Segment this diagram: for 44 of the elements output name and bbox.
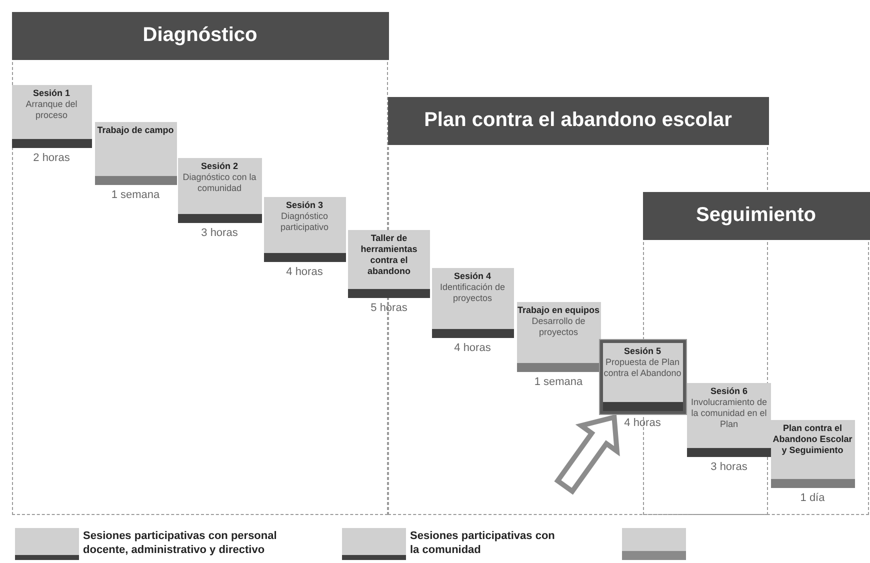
activity-box [348, 230, 430, 298]
duration-label: 3 horas [200, 226, 239, 238]
phase-title: Seguimiento [642, 192, 870, 240]
activity-description: Identificación de proyectos [438, 282, 506, 304]
activity-title: Sesión 5 [624, 346, 661, 356]
activity-box [432, 268, 514, 338]
activity-title: Taller de herramientas contra el abandono [360, 233, 418, 277]
duration-label: 1 día [799, 492, 826, 504]
activity-title: Sesión 4 [454, 270, 491, 282]
phase-title: Diagnóstico [12, 12, 388, 60]
activity-title: Sesión 1 [32, 88, 70, 98]
duration-label: 1 semana [110, 188, 161, 200]
activity-box [600, 340, 686, 414]
phase-title: Plan contra el abandono escolar [388, 96, 768, 144]
activity-box [264, 196, 346, 262]
duration-label: 3 horas [710, 461, 748, 473]
activity-description: Diagnóstico participativo [279, 210, 330, 232]
activity-box [12, 84, 92, 148]
duration-label: 2 horas [32, 152, 71, 164]
activity-box [178, 158, 262, 222]
activity-description: Diagnóstico con la comunidad [182, 172, 258, 194]
activity-title: Sesión 2 [200, 160, 238, 172]
duration-label: 4 horas [285, 266, 324, 278]
activity-description: Propuesta de Plan contra el Abandono [604, 356, 682, 378]
activity-title: Sesión 6 [710, 386, 748, 397]
duration-label: 4 horas [623, 416, 662, 428]
activity-box [770, 420, 854, 488]
activity-description: Involucramiento de la comunidad en el Plan [690, 397, 768, 430]
activity-title: Trabajo en equipos [518, 304, 600, 316]
duration-label: 4 horas [453, 342, 492, 354]
activity-box [94, 122, 176, 184]
activity-title: Sesión 3 [286, 200, 323, 210]
activity-title: Trabajo de campo [97, 124, 174, 136]
legend-label: Sesiones participativas con personal docente, administrativo y directivo [83, 529, 278, 557]
legend-label: Sesiones participativas con la comunidad [410, 529, 556, 557]
activity-box [687, 383, 771, 457]
activity-description: Desarrollo de proyectos [530, 316, 586, 338]
activity-title: Plan contra el Abandono Escolar y Seguimiento [772, 422, 854, 456]
activity-description: Arranque del proceso [24, 98, 78, 120]
duration-label: 1 semana [533, 376, 584, 388]
duration-label: 5 horas [370, 302, 408, 314]
sample-box [622, 528, 686, 560]
activity-box [516, 302, 600, 372]
block-arrow [554, 414, 620, 495]
